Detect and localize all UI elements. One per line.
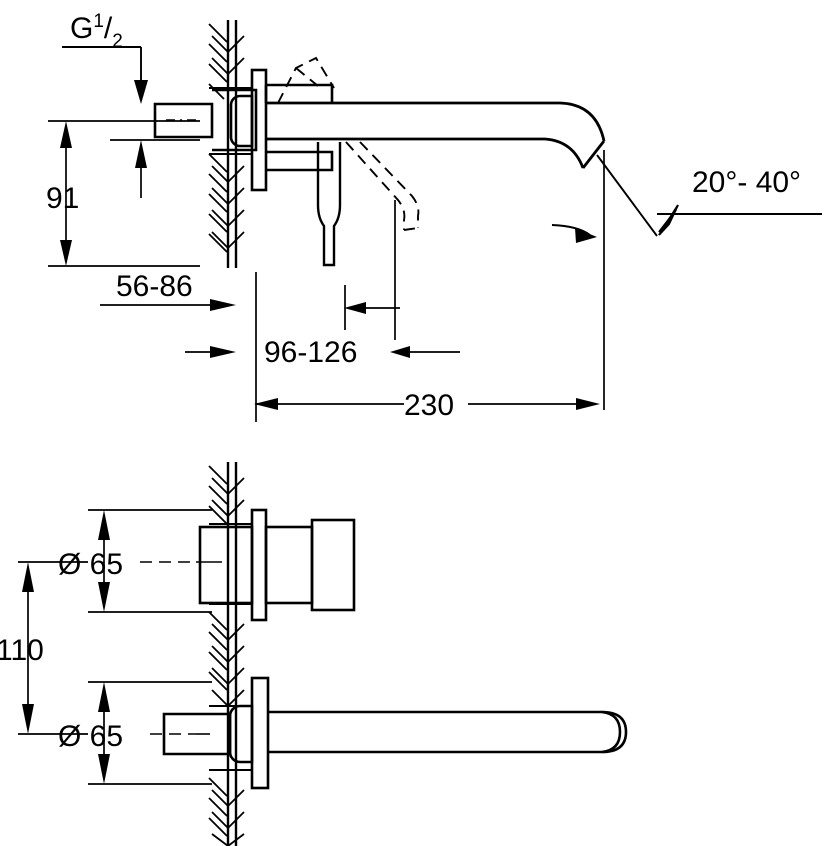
spout-assembly-lower-view	[162, 676, 628, 790]
label-outlet-angle: 20°- 40°	[692, 166, 801, 199]
dim-230	[254, 272, 600, 422]
dim-diameter-lower	[88, 681, 212, 785]
lever-handle-dashed-alt	[345, 141, 420, 231]
inlet-pipe-upper	[153, 88, 258, 152]
label-thread-size: G1/2	[70, 11, 123, 52]
dim-diameter-upper	[88, 509, 212, 613]
valve-assembly-upper-lower-view	[198, 508, 356, 622]
front-plan-view: Ø 65 Ø 65 110	[0, 462, 628, 846]
lever-handle	[316, 142, 342, 267]
dim-96-126	[185, 200, 460, 358]
handle-dashed-up	[277, 56, 335, 104]
dim-91	[48, 120, 200, 267]
label-center-distance: 110	[0, 634, 44, 667]
dim-56-86	[100, 299, 236, 311]
side-elevation-view: 20°- 40° G1/2 91	[46, 11, 822, 422]
thread-leader	[62, 46, 148, 104]
wall-upper	[208, 20, 252, 268]
spout-axis-curved-arrow	[551, 224, 597, 243]
valve-collar-upper	[229, 94, 254, 148]
label-dim-230: 230	[404, 389, 454, 422]
label-diameter-lower: Ø 65	[58, 720, 123, 753]
dim-center-distance	[18, 561, 88, 735]
label-dim-96-126: 96-126	[264, 336, 357, 369]
outlet-angle-leader	[596, 154, 822, 237]
label-dim-56-86: 56-86	[116, 270, 193, 303]
label-dim-91: 91	[46, 182, 79, 215]
spout-tube	[266, 101, 606, 169]
dim-91-inner-arrow	[110, 139, 200, 198]
label-diameter-upper: Ø 65	[58, 548, 123, 581]
